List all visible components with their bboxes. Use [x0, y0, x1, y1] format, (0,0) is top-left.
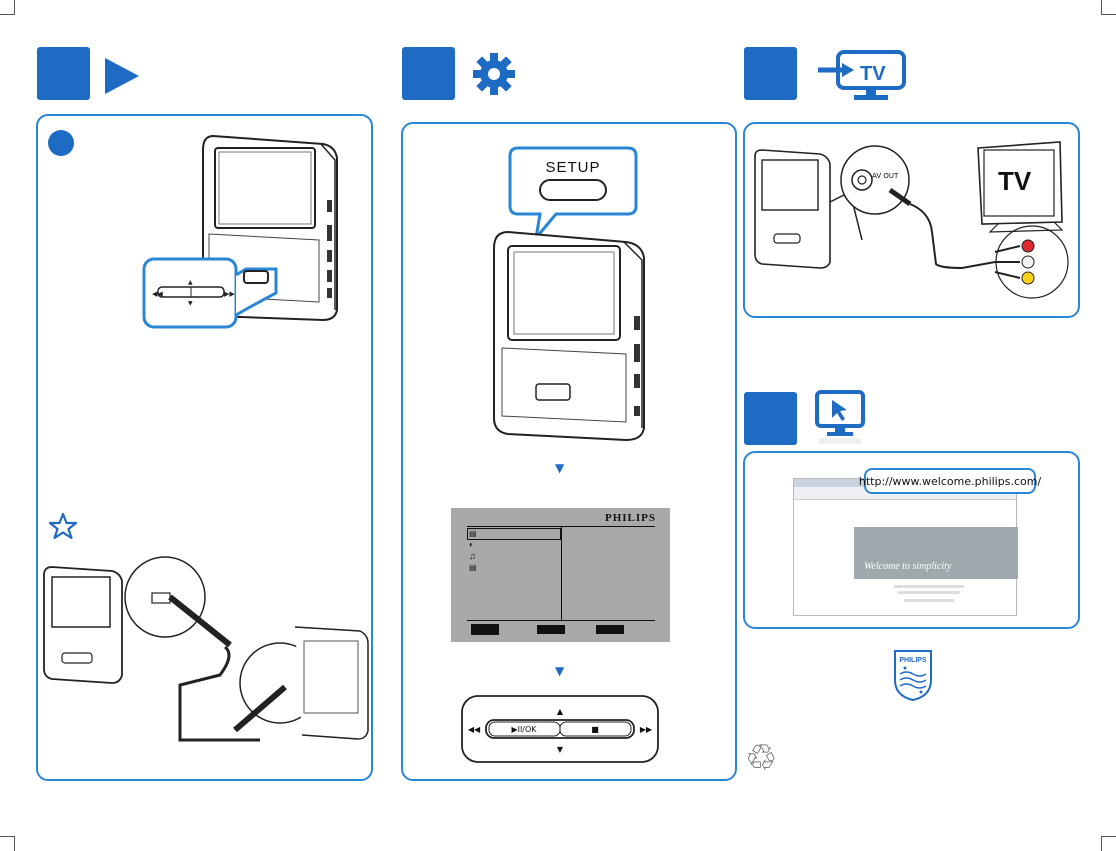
menu-item-icon: ▤ [469, 563, 477, 572]
star-tip-icon [48, 512, 78, 540]
tv-connection-illustration: AV OUT TV [750, 132, 1076, 312]
recycle-icon: ♲ [745, 740, 777, 778]
computer-cursor-icon [815, 390, 865, 446]
svg-text:▼: ▼ [188, 300, 193, 307]
svg-text:SETUP: SETUP [545, 159, 600, 176]
svg-text:PHILIPS: PHILIPS [899, 657, 927, 664]
menu-item-icon: ▤ [469, 529, 477, 538]
menu-item-icon: ◐ [469, 540, 474, 549]
svg-text:▶II/OK: ▶II/OK [511, 725, 537, 734]
svg-text:TV: TV [860, 63, 886, 85]
step-2-badge [402, 47, 455, 100]
tv-output-icon: TV [816, 50, 908, 104]
button-zoom-callout: ◀◀ ▶▶ ▲ ▼ [140, 255, 280, 330]
step-3-badge [744, 47, 797, 100]
sub-step-1-dot [48, 130, 74, 156]
crop-mark [0, 836, 15, 851]
crop-mark [0, 0, 15, 15]
philips-shield-logo: PHILIPS [892, 648, 934, 702]
svg-text:▶▶: ▶▶ [224, 290, 235, 298]
portable-dvd-player-large [486, 226, 656, 444]
svg-text:TV: TV [998, 166, 1032, 196]
play-icon [103, 56, 141, 96]
website-url[interactable]: http://www.welcome.philips.com/ [864, 468, 1036, 494]
svg-text:▲: ▲ [557, 707, 564, 716]
crop-mark [1101, 836, 1116, 851]
menu-nav-hint [471, 624, 499, 635]
down-arrow-icon: ▼ [555, 664, 564, 678]
browser-window: Welcome to simplicity [793, 478, 1017, 616]
remote-control-pad[interactable]: ▶II/OK ■ ▲ ▼ ◀◀ ▶▶ [460, 694, 660, 764]
svg-text:■: ■ [591, 725, 599, 734]
step-1-badge [37, 47, 90, 100]
setup-menu-screen: PHILIPS ▤ ◐ ♫ ▤ [451, 508, 670, 642]
headphone-connection-illustration [40, 555, 370, 750]
website-banner: Welcome to simplicity [854, 527, 1018, 579]
menu-exit-hint [596, 625, 624, 634]
svg-text:◀◀: ◀◀ [468, 725, 481, 734]
svg-text:▼: ▼ [557, 745, 564, 754]
menu-highlight-row [467, 528, 561, 540]
down-arrow-icon: ▼ [555, 461, 564, 475]
svg-text:▲: ▲ [188, 279, 193, 286]
svg-text:▶▶: ▶▶ [640, 725, 653, 734]
svg-text:AV OUT: AV OUT [872, 172, 899, 180]
music-note-icon: ♫ [469, 551, 476, 561]
menu-brand-logo: PHILIPS [605, 512, 656, 524]
menu-ok-hint [537, 625, 565, 634]
gear-icon [470, 50, 518, 98]
svg-text:◀◀: ◀◀ [152, 290, 163, 298]
step-4-badge [744, 392, 797, 445]
crop-mark [1101, 0, 1116, 15]
